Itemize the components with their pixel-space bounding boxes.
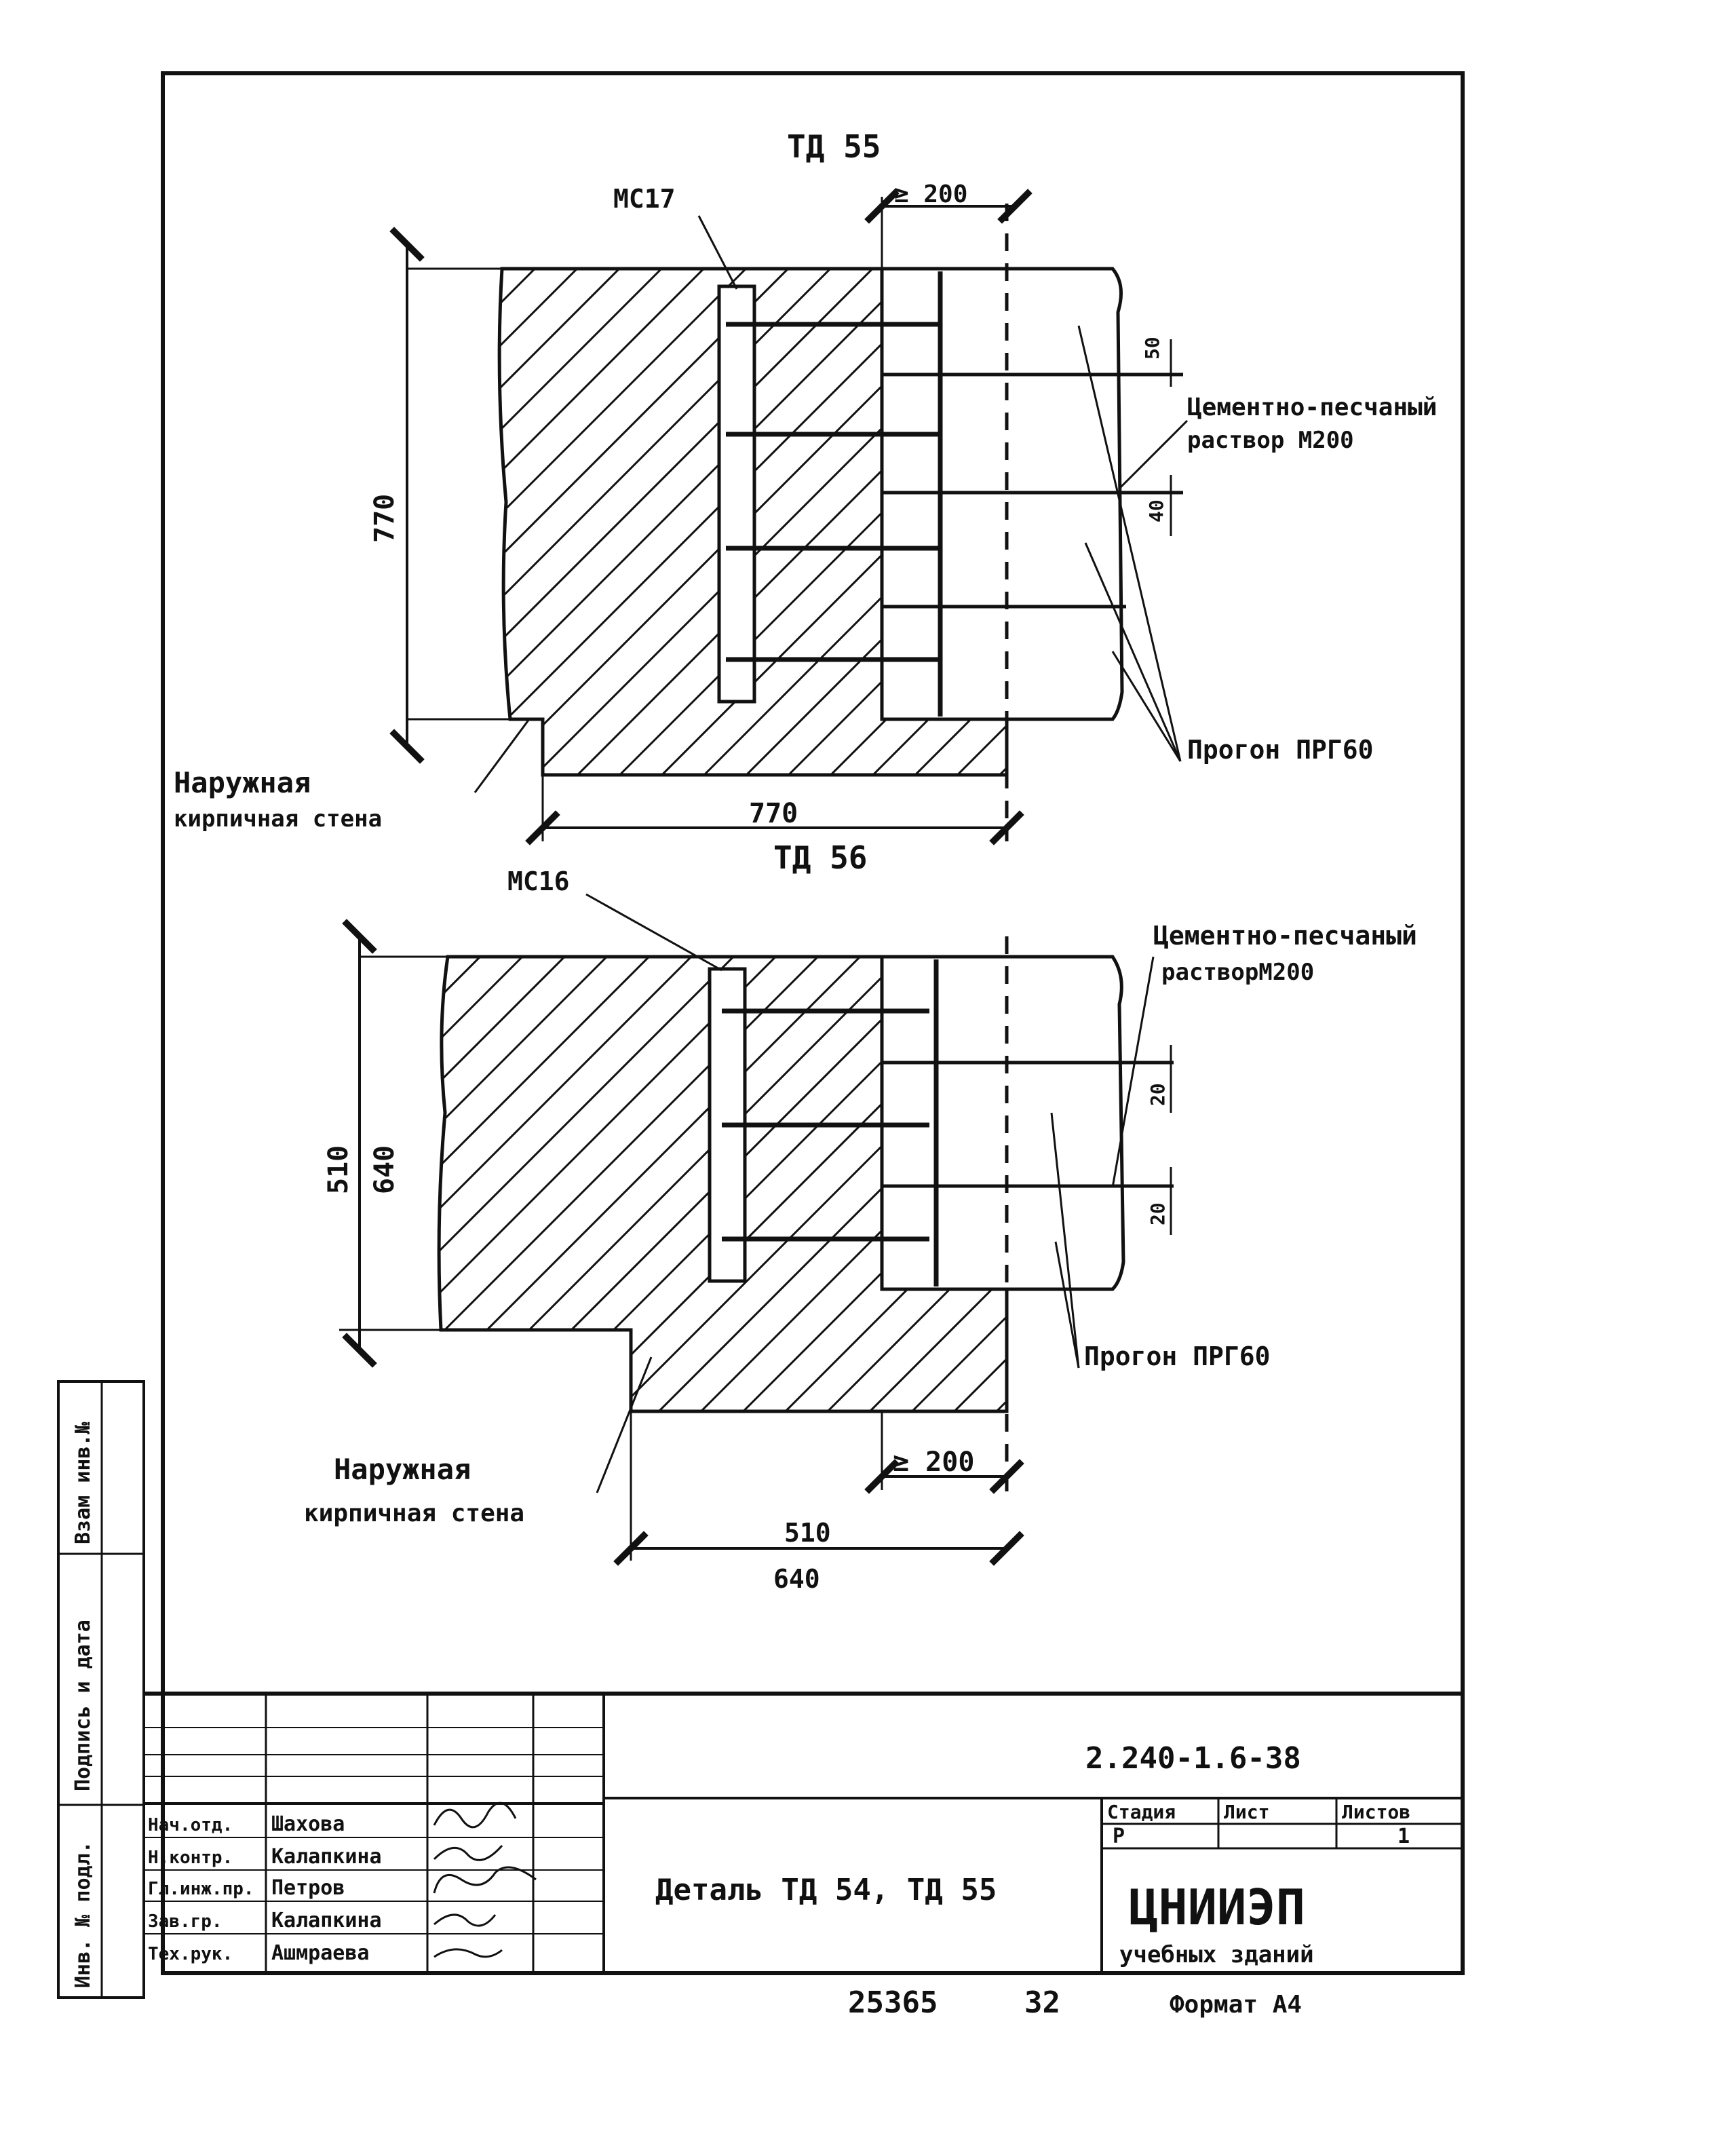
- detail-bottom-title: ТД 56: [773, 839, 867, 876]
- name-3: Петров: [271, 1876, 345, 1900]
- drawing-title: Деталь ТД 54, ТД 55: [655, 1873, 997, 1907]
- sheets-value: 1: [1397, 1825, 1410, 1848]
- sheet-label: Лист: [1224, 1801, 1269, 1823]
- dim-min-bottom: ≥ 200: [893, 1447, 974, 1478]
- side-stamp-col1: Инв. № подл.: [71, 1841, 95, 1988]
- wall-label-bottom-2: кирпичная стена: [304, 1500, 524, 1527]
- archive-no: 25365: [848, 1985, 938, 2020]
- signature-4: [433, 1913, 497, 1927]
- doc-code: 2.240-1.6-38: [1085, 1741, 1301, 1776]
- leader-mark-bottom: [585, 893, 722, 972]
- name-4: Калапкина: [271, 1909, 382, 1932]
- mortar-label-top-2: раствор М200: [1187, 427, 1354, 454]
- sheets-label: Листов: [1342, 1801, 1410, 1823]
- dim-gap50-top: 50: [1141, 337, 1163, 360]
- dim-w2-bottom: 640: [773, 1564, 820, 1594]
- wall-label-bottom-1: Наружная: [334, 1453, 471, 1486]
- role-5: Тех.рук.: [148, 1944, 233, 1964]
- side-stamp: Инв. № подл. Подпись и дата Взам инв.№: [57, 1380, 145, 1999]
- mortar-label-bottom-2: растворМ200: [1161, 959, 1314, 986]
- leader-mortar-top: [1118, 419, 1189, 490]
- dim-h2-bottom: 640: [369, 1145, 400, 1194]
- dim-h1-bottom: 510: [323, 1145, 354, 1194]
- mark-bottom: МС16: [507, 866, 570, 896]
- side-stamp-col3: Взам инв.№: [71, 1421, 95, 1544]
- name-5: Ашмраева: [271, 1941, 370, 1965]
- sheet-frame: [161, 71, 1465, 1975]
- leader-beam-top-2: [1084, 542, 1182, 762]
- wall-label-top-2: кирпичная стена: [174, 805, 382, 833]
- format-label: Формат А4: [1170, 1991, 1302, 2019]
- leader-beam-bottom-1: [1050, 1112, 1080, 1369]
- dim-min-top: ≥ 200: [894, 180, 967, 208]
- title-block: Нач.отд. Н.контр. Гл.инж.пр. Зав.гр. Тех…: [144, 1692, 1463, 2020]
- signature-3: [433, 1866, 537, 1894]
- signature-1: [433, 1801, 517, 1829]
- dim-w1-bottom: 510: [784, 1518, 831, 1548]
- signature-5: [433, 1948, 503, 1958]
- leader-mark-top: [697, 215, 738, 290]
- name-2: Калапкина: [271, 1845, 382, 1869]
- org-sub: учебных зданий: [1119, 1941, 1314, 1968]
- dim-gap-a-bottom: 20: [1146, 1083, 1169, 1106]
- leader-wall-bottom: [596, 1356, 653, 1493]
- dim-gap40-top: 40: [1145, 499, 1168, 522]
- role-3: Гл.инж.пр.: [148, 1879, 254, 1899]
- dim-gap-b-bottom: 20: [1146, 1202, 1169, 1225]
- embedded-plate-top: [717, 284, 756, 704]
- leader-mortar-bottom: [1111, 956, 1155, 1188]
- stage-value: Р: [1113, 1825, 1125, 1848]
- leader-wall-top: [474, 719, 531, 793]
- beam-label-top: Прогон ПРГ60: [1187, 735, 1374, 765]
- beam-label-bottom: Прогон ПРГ60: [1084, 1341, 1271, 1371]
- detail-bottom: ТД 56 510 640 20 20 ≥ 200 510 640 МС16: [304, 839, 1417, 1594]
- leader-beam-top-3: [1111, 651, 1182, 762]
- leader-beam-bottom-2: [1054, 1241, 1080, 1369]
- mortar-label-bottom-1: Цементно-песчаный: [1153, 921, 1417, 951]
- leader-beam-top-1: [1077, 325, 1182, 762]
- stage-label: Стадия: [1107, 1801, 1176, 1823]
- dim-width-top: 770: [749, 798, 798, 829]
- role-2: Н.контр.: [148, 1848, 233, 1868]
- signature-2: [433, 1845, 503, 1861]
- wall-label-top-1: Наружная: [174, 766, 311, 799]
- dim-height-top: 770: [369, 494, 400, 543]
- detail-top: ТД 55 770 ≥ 200 770 50: [174, 128, 1437, 845]
- role-1: Нач.отд.: [148, 1815, 233, 1835]
- mark-top: МС17: [613, 184, 676, 214]
- detail-top-title: ТД 55: [787, 128, 881, 165]
- org-name: ЦНИИЭП: [1129, 1879, 1305, 1936]
- archive-page: 32: [1024, 1985, 1060, 2020]
- role-4: Зав.гр.: [148, 1911, 223, 1932]
- name-1: Шахова: [271, 1812, 345, 1836]
- side-stamp-col2: Подпись и дата: [71, 1620, 95, 1791]
- mortar-label-top-1: Цементно-песчаный: [1187, 394, 1437, 421]
